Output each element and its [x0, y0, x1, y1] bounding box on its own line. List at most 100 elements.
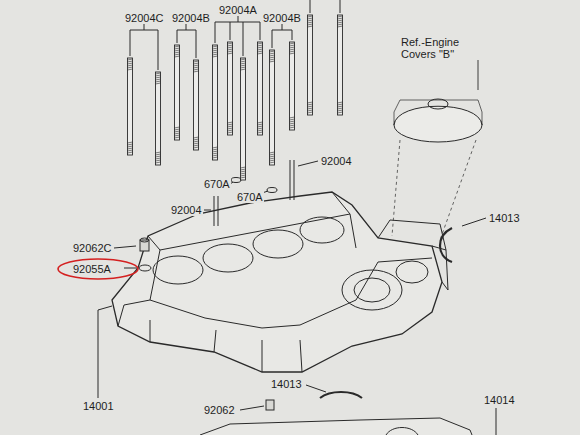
thread-stroke	[270, 57, 275, 58]
thread-stroke	[128, 65, 133, 66]
thread-stroke	[270, 154, 275, 155]
thread-stroke	[270, 61, 275, 62]
cover-boss	[428, 99, 448, 109]
thread-stroke	[241, 61, 246, 62]
thread-stroke	[241, 175, 246, 176]
thread-stroke	[338, 104, 343, 105]
thread-stroke	[338, 106, 343, 107]
thread-stroke	[308, 102, 313, 103]
thread-stroke	[258, 49, 263, 50]
stud	[290, 160, 294, 200]
thread-stroke	[290, 49, 295, 50]
thread-stroke	[338, 26, 343, 27]
bearing-shell	[320, 392, 362, 398]
callout-number: 14013	[488, 212, 521, 224]
callout-number: 14014	[483, 394, 516, 406]
o-ring	[139, 265, 151, 271]
thread-stroke	[194, 137, 199, 138]
thread-stroke	[258, 124, 263, 125]
bearing-housing	[396, 261, 428, 283]
thread-stroke	[228, 128, 233, 129]
stud	[194, 60, 199, 150]
thread-stroke	[258, 53, 263, 54]
thread-stroke	[175, 137, 180, 138]
thread-stroke	[156, 156, 161, 157]
thread-stroke	[228, 132, 233, 133]
thread-stroke	[308, 16, 313, 17]
highlight-ellipse	[58, 259, 138, 279]
thread-stroke	[194, 145, 199, 146]
thread-stroke	[290, 47, 295, 48]
thread-stroke	[270, 53, 275, 54]
thread-stroke	[194, 63, 199, 64]
stud	[156, 72, 161, 165]
thread-stroke	[175, 131, 180, 132]
callout-number: 92062C	[72, 242, 113, 254]
thread-stroke	[194, 139, 199, 140]
thread-stroke	[338, 18, 343, 19]
thread-stroke	[156, 81, 161, 82]
thread-stroke	[156, 77, 161, 78]
callout-number: 92004A	[218, 4, 258, 16]
leader-line	[98, 306, 112, 398]
thread-stroke	[213, 155, 218, 156]
thread-stroke	[213, 56, 218, 57]
thread-stroke	[270, 55, 275, 56]
leader-line	[496, 408, 497, 435]
thread-stroke	[270, 156, 275, 157]
thread-stroke	[258, 47, 263, 48]
thread-stroke	[308, 26, 313, 27]
dowel-pin	[140, 238, 149, 242]
thread-stroke	[241, 173, 246, 174]
thread-stroke	[270, 162, 275, 163]
thread-stroke	[241, 59, 246, 60]
thread-stroke	[228, 49, 233, 50]
leader-line	[306, 385, 326, 392]
thread-stroke	[258, 43, 263, 44]
thread-stroke	[175, 54, 180, 55]
thread-stroke	[290, 127, 295, 128]
callout-number: 92004B	[262, 12, 302, 24]
thread-stroke	[228, 122, 233, 123]
thread-stroke	[194, 141, 199, 142]
thread-stroke	[228, 53, 233, 54]
callout-number: 670A	[236, 191, 264, 203]
leader-bracket	[272, 24, 292, 48]
stud	[213, 45, 218, 160]
thread-stroke	[308, 22, 313, 23]
thread-stroke	[128, 150, 133, 151]
thread-stroke	[308, 104, 313, 105]
leader-line	[310, 0, 340, 13]
thread-stroke	[128, 69, 133, 70]
thread-stroke	[194, 61, 199, 62]
thread-stroke	[128, 63, 133, 64]
thread-stroke	[338, 20, 343, 21]
thread-stroke	[128, 146, 133, 147]
thread-stroke	[241, 171, 246, 172]
thread-stroke	[270, 152, 275, 153]
leader-line	[240, 406, 264, 410]
leader-line	[204, 210, 211, 211]
thread-stroke	[241, 67, 246, 68]
thread-stroke	[290, 51, 295, 52]
crankcase-edge	[118, 258, 432, 328]
cylinder-bore	[253, 230, 303, 258]
thread-stroke	[156, 152, 161, 153]
thread-stroke	[213, 54, 218, 55]
thread-stroke	[194, 67, 199, 68]
thread-stroke	[175, 52, 180, 53]
stud	[175, 45, 180, 140]
bolt	[266, 400, 274, 410]
thread-stroke	[258, 45, 263, 46]
callout-number: 92004	[320, 155, 353, 167]
thread-stroke	[156, 79, 161, 80]
thread-stroke	[156, 73, 161, 74]
thread-stroke	[308, 108, 313, 109]
thread-stroke	[213, 147, 218, 148]
thread-stroke	[290, 53, 295, 54]
crankcase-edge	[378, 220, 448, 290]
thread-stroke	[241, 169, 246, 170]
stud	[270, 50, 275, 165]
thread-stroke	[175, 129, 180, 130]
